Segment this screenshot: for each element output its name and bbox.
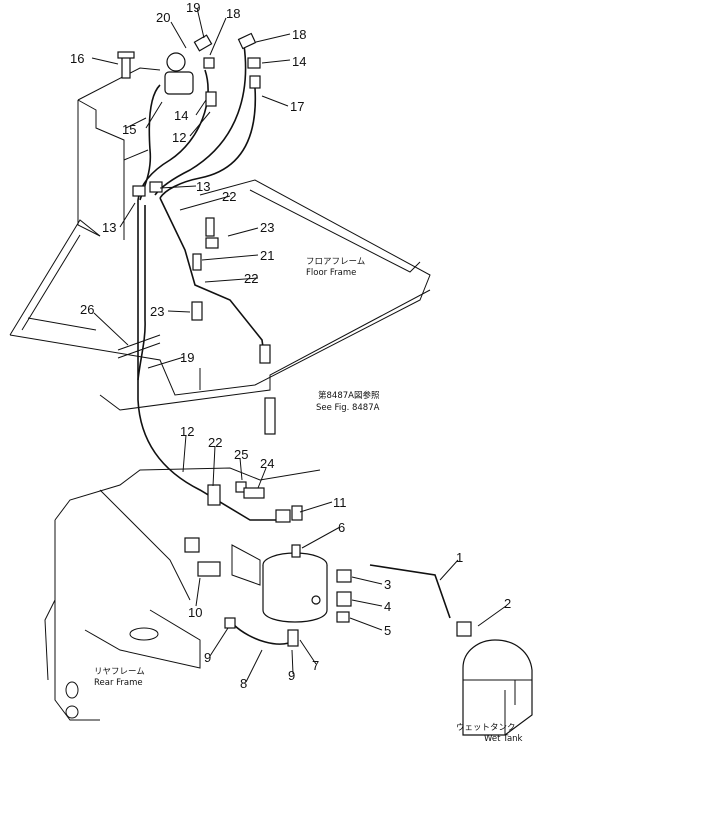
callout-19: 19: [186, 0, 200, 15]
callout-24: 24: [260, 456, 274, 471]
callout-4: 4: [384, 599, 391, 614]
rear-frame-label-en: Rear Frame: [94, 678, 143, 688]
callout-20: 20: [156, 10, 170, 25]
callout-13: 13: [102, 220, 116, 235]
callout-11: 11: [333, 495, 347, 510]
see-fig-label-en: See Fig. 8487A: [316, 403, 380, 413]
callout-16: 16: [70, 51, 84, 66]
floor-frame: [9, 179, 431, 411]
callout-21: 21: [260, 248, 274, 263]
callout-3: 3: [384, 577, 391, 592]
callout-18: 18: [292, 27, 306, 42]
leader-lines: [91, 7, 507, 683]
callout-6: 6: [338, 520, 345, 535]
callout-10: 10: [188, 605, 202, 620]
zone-labels: フロアフレーム Floor Frame 第8487A図参照 See Fig. 8…: [94, 257, 523, 744]
callout-12: 12: [172, 130, 186, 145]
callout-14: 14: [174, 108, 188, 123]
callout-22: 22: [244, 271, 258, 286]
floor-frame-label-jp: フロアフレーム: [306, 257, 365, 267]
callout-23: 23: [150, 304, 164, 319]
callout-17: 17: [290, 99, 304, 114]
valve-parts: [224, 569, 472, 647]
wet-tank: [462, 639, 533, 736]
callout-25: 25: [234, 447, 248, 462]
callout-7: 7: [312, 658, 319, 673]
callout-12: 12: [180, 424, 194, 439]
callout-19: 19: [180, 350, 194, 365]
callout-9: 9: [288, 668, 295, 683]
callout-8: 8: [240, 676, 247, 691]
callout-23: 23: [260, 220, 274, 235]
rear-frame: [44, 467, 321, 721]
floor-frame-label-en: Floor Frame: [306, 268, 356, 278]
component-6: [231, 544, 328, 623]
callout-15: 15: [122, 122, 136, 137]
hoses: [137, 44, 451, 645]
callout-5: 5: [384, 623, 391, 638]
callout-13: 13: [196, 179, 210, 194]
callout-22: 22: [208, 435, 222, 450]
wet-tank-label-en: Wet Tank: [484, 734, 523, 744]
see-fig-label-jp: 第8487A図参照: [318, 390, 380, 401]
fittings: [117, 32, 303, 577]
callout-1: 1: [456, 550, 463, 565]
callout-labels: 20 19 18 18 16 14 14 17 15 12 13 22 13 2…: [70, 0, 511, 691]
callout-9: 9: [204, 650, 211, 665]
wet-tank-label-jp: ウェットタンク: [456, 723, 516, 733]
callout-14: 14: [292, 54, 306, 69]
callout-26: 26: [80, 302, 94, 317]
callout-22: 22: [222, 189, 236, 204]
rear-frame-label-jp: リヤフレーム: [94, 667, 145, 677]
callout-18: 18: [226, 6, 240, 21]
cab-block: [77, 67, 161, 240]
callout-2: 2: [504, 596, 511, 611]
